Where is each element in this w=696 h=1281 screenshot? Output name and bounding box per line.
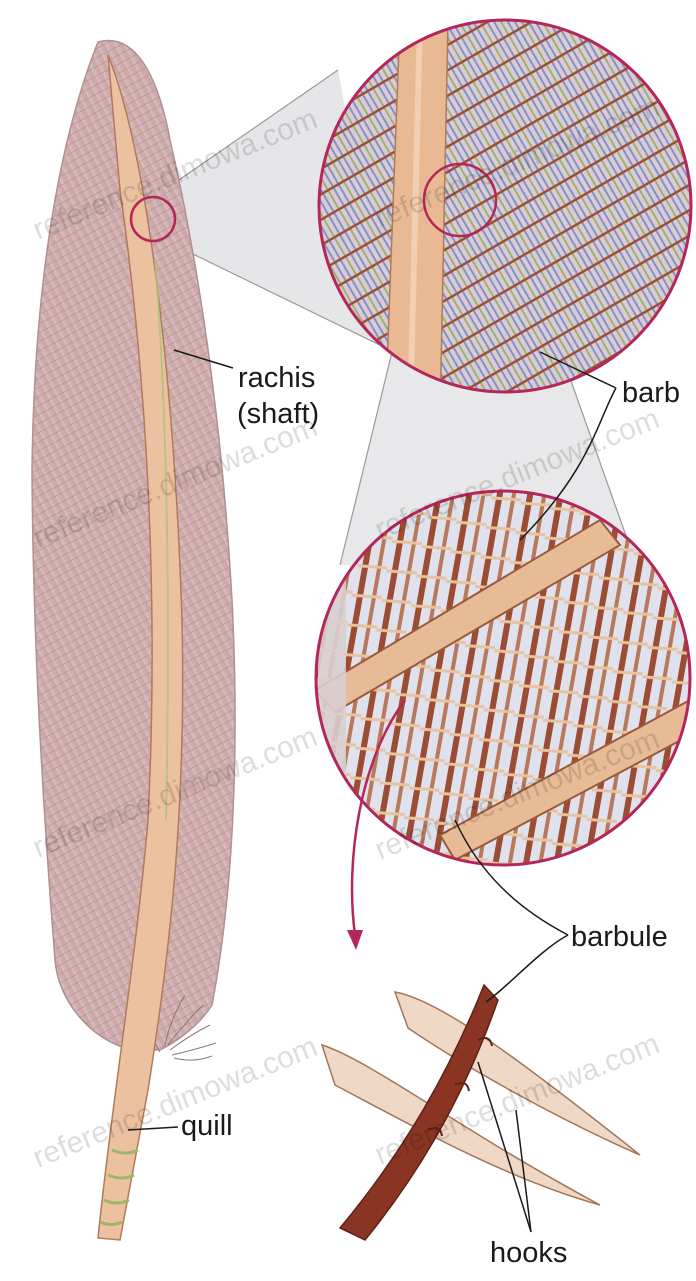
label-rachis: rachis [238, 362, 315, 394]
label-barbule: barbule [571, 921, 668, 953]
label-quill: quill [181, 1110, 233, 1142]
zoom-circle-barbs [300, 0, 696, 420]
watermark: reference.dimowa.com [28, 1030, 322, 1174]
label-hooks: hooks [490, 1237, 567, 1269]
